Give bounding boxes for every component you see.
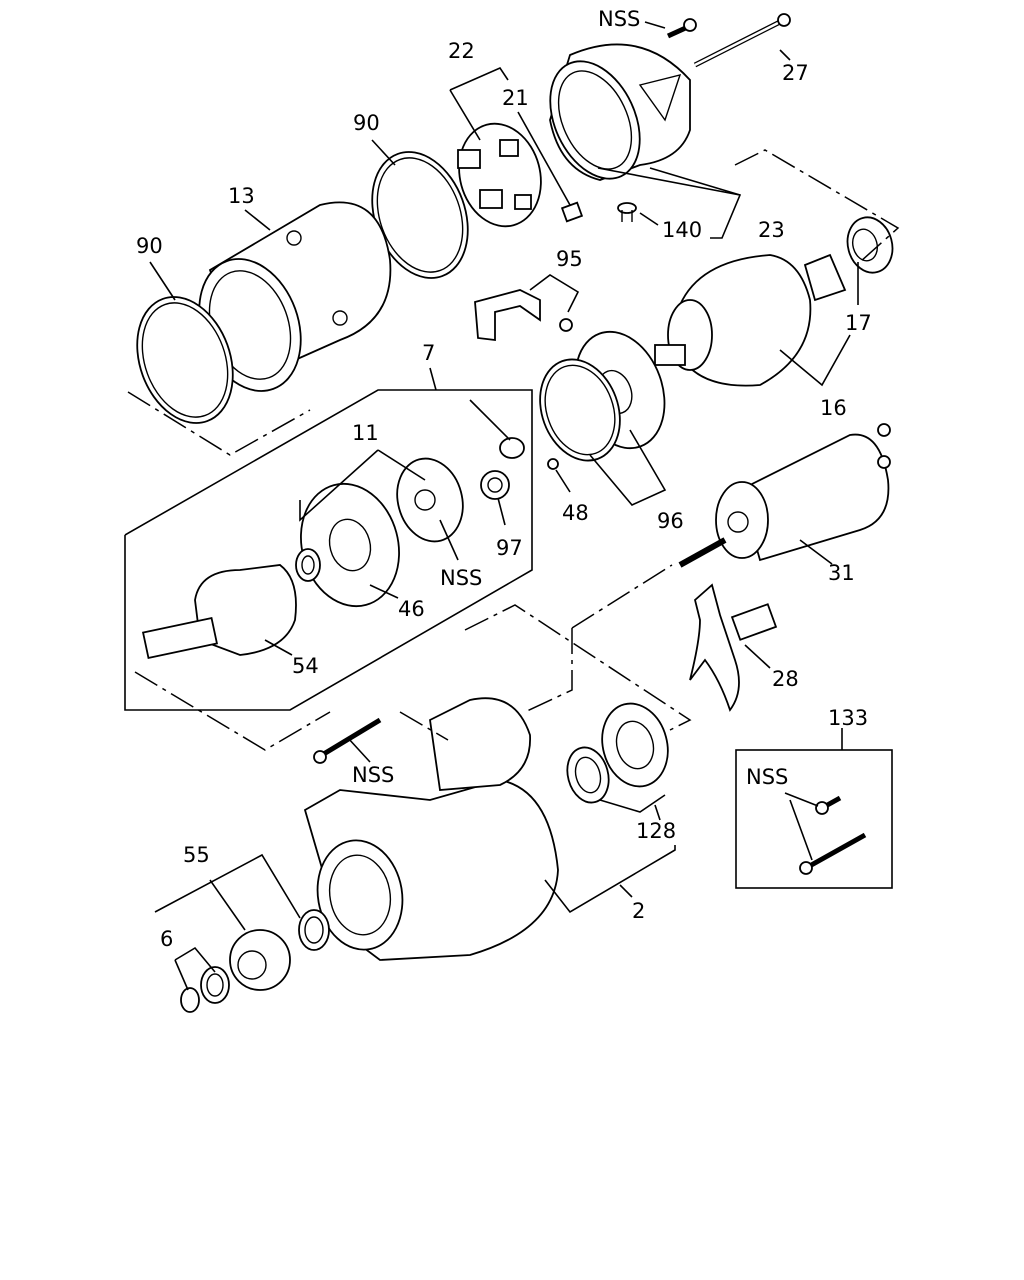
part-128-bearing xyxy=(566,702,669,804)
part-31-solenoid xyxy=(678,423,891,568)
callout-11: 11 xyxy=(352,421,379,445)
centerlines xyxy=(127,149,900,751)
part-23-rear-cover xyxy=(549,43,691,181)
callout-96: 96 xyxy=(657,509,684,533)
part-22-brush-holder xyxy=(457,122,542,228)
part-48-ball xyxy=(547,458,559,470)
part-133-bolt-set-box xyxy=(735,749,893,889)
callout-95: 95 xyxy=(556,247,583,271)
part-54-shaft xyxy=(141,564,297,660)
callout-22: 22 xyxy=(448,39,475,63)
callout-140: 140 xyxy=(662,218,702,242)
callout-nss-lower: NSS xyxy=(352,763,394,787)
callout-97: 97 xyxy=(496,536,523,560)
callout-23: 23 xyxy=(758,218,785,242)
part-nss-screw-top xyxy=(666,18,697,39)
callout-nss-box: NSS xyxy=(746,765,788,789)
part-97-gear xyxy=(480,470,510,500)
part-46-ring xyxy=(295,548,321,582)
callout-133: 133 xyxy=(828,706,868,730)
callout-21: 21 xyxy=(502,86,529,110)
part-55-pinion xyxy=(229,929,291,991)
part-6-stop-collar xyxy=(200,966,230,1004)
part-nss-gear-plate xyxy=(396,457,464,543)
callout-54: 54 xyxy=(292,654,319,678)
part-2-front-housing xyxy=(303,697,559,961)
callout-28: 28 xyxy=(772,667,799,691)
callout-2: 2 xyxy=(632,899,645,923)
callout-90-lower: 90 xyxy=(136,234,163,258)
callout-55: 55 xyxy=(183,843,210,867)
part-13-yoke xyxy=(198,201,392,392)
part-7-bushing xyxy=(499,437,525,459)
part-28-shift-lever xyxy=(689,583,778,712)
callout-7: 7 xyxy=(422,341,435,365)
callout-48: 48 xyxy=(562,501,589,525)
part-90-oring-lower xyxy=(136,296,234,424)
callout-13: 13 xyxy=(228,184,255,208)
part-96-plate xyxy=(539,330,666,462)
callout-17: 17 xyxy=(845,311,872,335)
part-140 xyxy=(617,202,637,222)
callout-nss-top: NSS xyxy=(598,7,640,31)
callout-31: 31 xyxy=(828,561,855,585)
part-21 xyxy=(560,201,584,223)
callout-27: 27 xyxy=(782,61,809,85)
part-95-brush xyxy=(474,289,573,342)
part-17-bearing xyxy=(846,216,894,274)
part-6-snap-ring xyxy=(180,987,200,1013)
part-27-through-bolt xyxy=(693,13,791,68)
callout-128: 128 xyxy=(636,819,676,843)
callout-6: 6 xyxy=(160,927,173,951)
callout-46: 46 xyxy=(398,597,425,621)
callout-90-upper: 90 xyxy=(353,111,380,135)
callout-labels: NSS 27 22 21 90 13 90 140 23 95 17 16 7 … xyxy=(136,7,872,951)
part-nss-bolt-lower xyxy=(313,717,382,764)
callout-nss-mid: NSS xyxy=(440,566,482,590)
part-pinion-stop-ring xyxy=(298,909,330,951)
callout-16: 16 xyxy=(820,396,847,420)
part-16-armature xyxy=(654,253,847,387)
leader-lines xyxy=(124,21,859,991)
